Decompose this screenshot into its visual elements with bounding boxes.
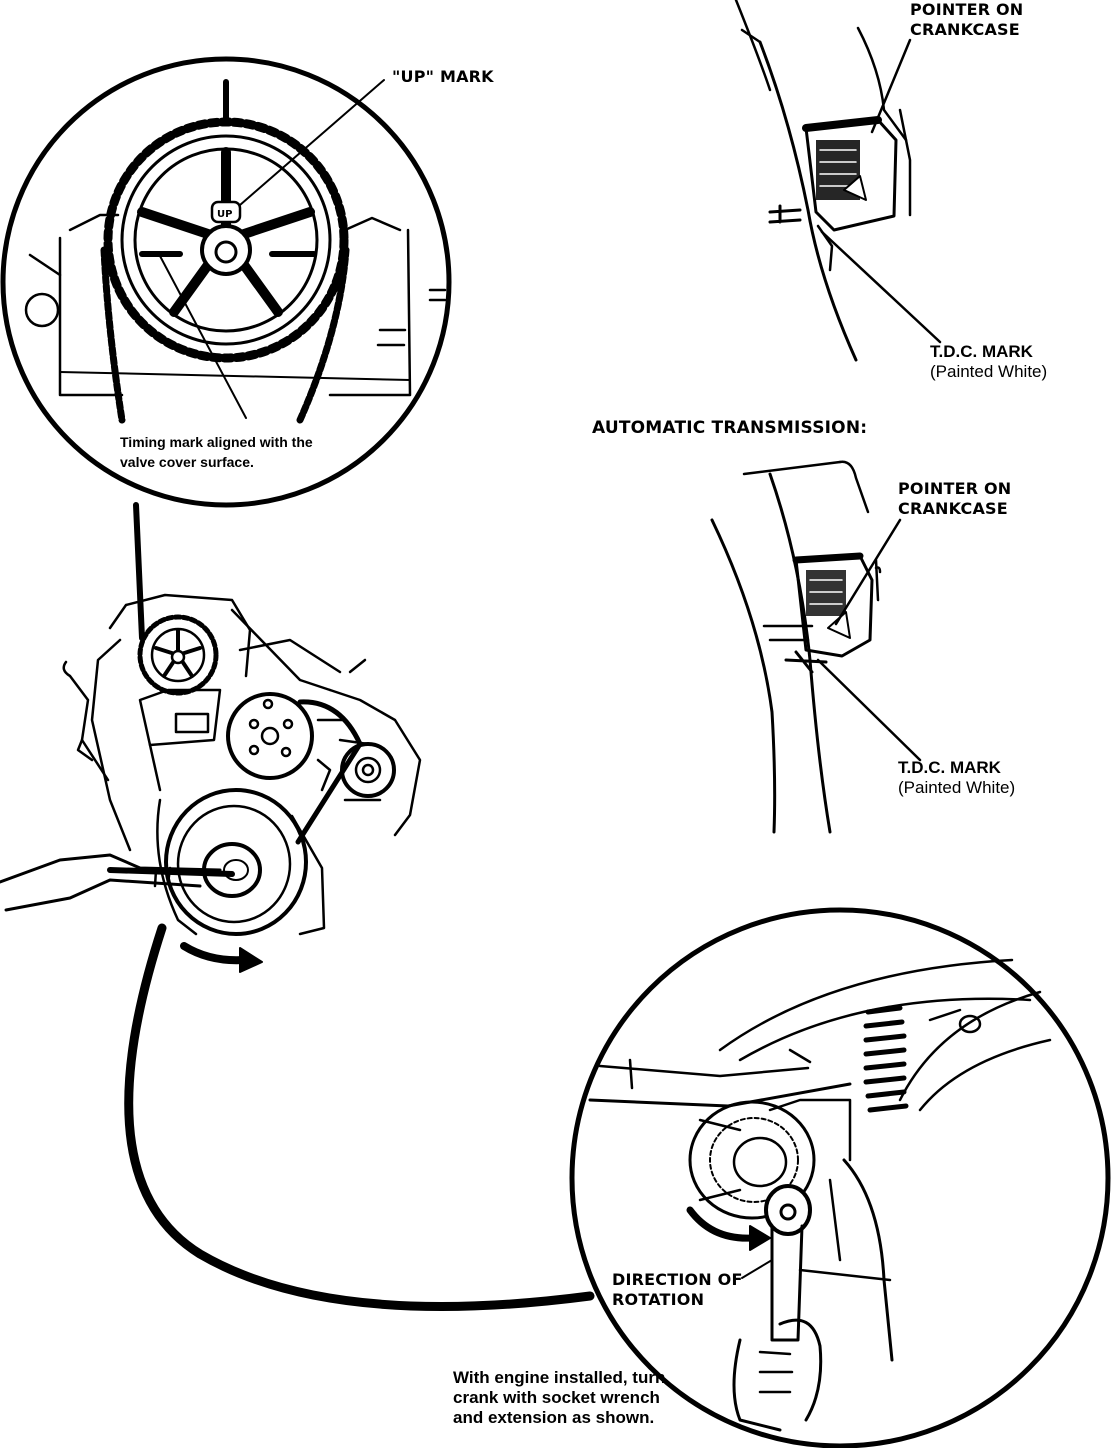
- direction-line-2: ROTATION: [612, 1290, 705, 1309]
- automatic-transmission-heading: AUTOMATIC TRANSMISSION:: [592, 418, 868, 438]
- connector-line: [133, 502, 145, 641]
- installed-engine-detail: [569, 907, 1111, 1448]
- install-caption-line-1: With engine installed, turn: [453, 1368, 666, 1387]
- timing-caption-line-2: valve cover surface.: [120, 454, 254, 470]
- manual-tdc-line-1: T.D.C. MARK: [930, 342, 1033, 361]
- connector-curve: [124, 923, 595, 1311]
- installed-engine-caption: With engine installed, turn crank with s…: [453, 1368, 713, 1428]
- manual-pointer-label: POINTER ON CRANKCASE: [910, 0, 1023, 40]
- manual-transmission-detail: [734, 0, 942, 362]
- automatic-pointer-line-2: CRANKCASE: [898, 499, 1008, 518]
- manual-tdc-label: T.D.C. MARK (Painted White): [930, 342, 1047, 382]
- install-caption-line-3: and extension as shown.: [453, 1408, 655, 1427]
- automatic-tdc-line-1: T.D.C. MARK: [898, 758, 1001, 777]
- direction-line-1: DIRECTION OF: [612, 1270, 743, 1289]
- automatic-pointer-label: POINTER ON CRANKCASE: [898, 479, 1011, 519]
- direction-of-rotation-label: DIRECTION OF ROTATION: [612, 1270, 743, 1310]
- install-caption-line-2: crank with socket wrench: [453, 1388, 660, 1407]
- engine-assembly: [0, 593, 422, 973]
- svg-text:UP: UP: [217, 209, 232, 220]
- automatic-tdc-label: T.D.C. MARK (Painted White): [898, 758, 1015, 798]
- manual-pointer-line-2: CRANKCASE: [910, 20, 1020, 39]
- timing-caption-line-1: Timing mark aligned with the: [120, 434, 313, 450]
- manual-pointer-line-1: POINTER ON: [910, 0, 1024, 19]
- automatic-tdc-line-2: (Painted White): [898, 778, 1016, 797]
- automatic-pointer-line-1: POINTER ON: [898, 479, 1012, 498]
- manual-tdc-line-2: (Painted White): [930, 362, 1048, 381]
- up-mark-label: "UP" MARK: [392, 67, 494, 86]
- cam-sprocket-detail: UP: [0, 56, 452, 508]
- automatic-transmission-detail: [710, 460, 922, 834]
- timing-mark-caption: Timing mark aligned with the valve cover…: [120, 432, 390, 472]
